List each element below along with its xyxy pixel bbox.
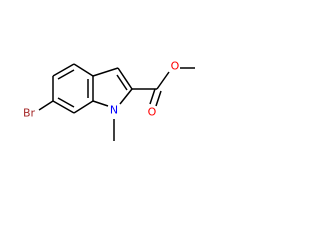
molecule-structure-diagram: Br N O O (23, 60, 195, 141)
bond-c3a-c3 (92, 67, 119, 77)
atom-label-bromine: Br (23, 107, 36, 120)
bond-n1-c7a (92, 100, 109, 107)
bond-c3a-c4 (73, 63, 94, 77)
atom-label-nitrogen: N (110, 104, 118, 117)
bond-c3-c2-double (116, 74, 128, 91)
bond-c4-c5-double (57, 69, 75, 80)
bond-c6-br (38, 100, 54, 111)
bond-c4-c5 (52, 63, 75, 77)
bond-c3-c2 (117, 67, 133, 90)
bond-c6-c7-double (57, 97, 75, 108)
atom-label-oxygen-carbonyl: O (148, 106, 157, 119)
atom-label-oxygen-ester: O (171, 60, 180, 73)
bond-group (38, 63, 195, 141)
bond-carbonyl-double-1 (149, 88, 156, 105)
bond-c7-c7a (73, 100, 94, 114)
bond-carbonyl-double-2 (155, 90, 162, 107)
atom-label-group: Br N O O (23, 60, 180, 120)
bond-c2-n1 (119, 88, 133, 105)
bond-carbonyl-o-ester (156, 71, 170, 90)
bond-c6-c7 (52, 100, 75, 114)
